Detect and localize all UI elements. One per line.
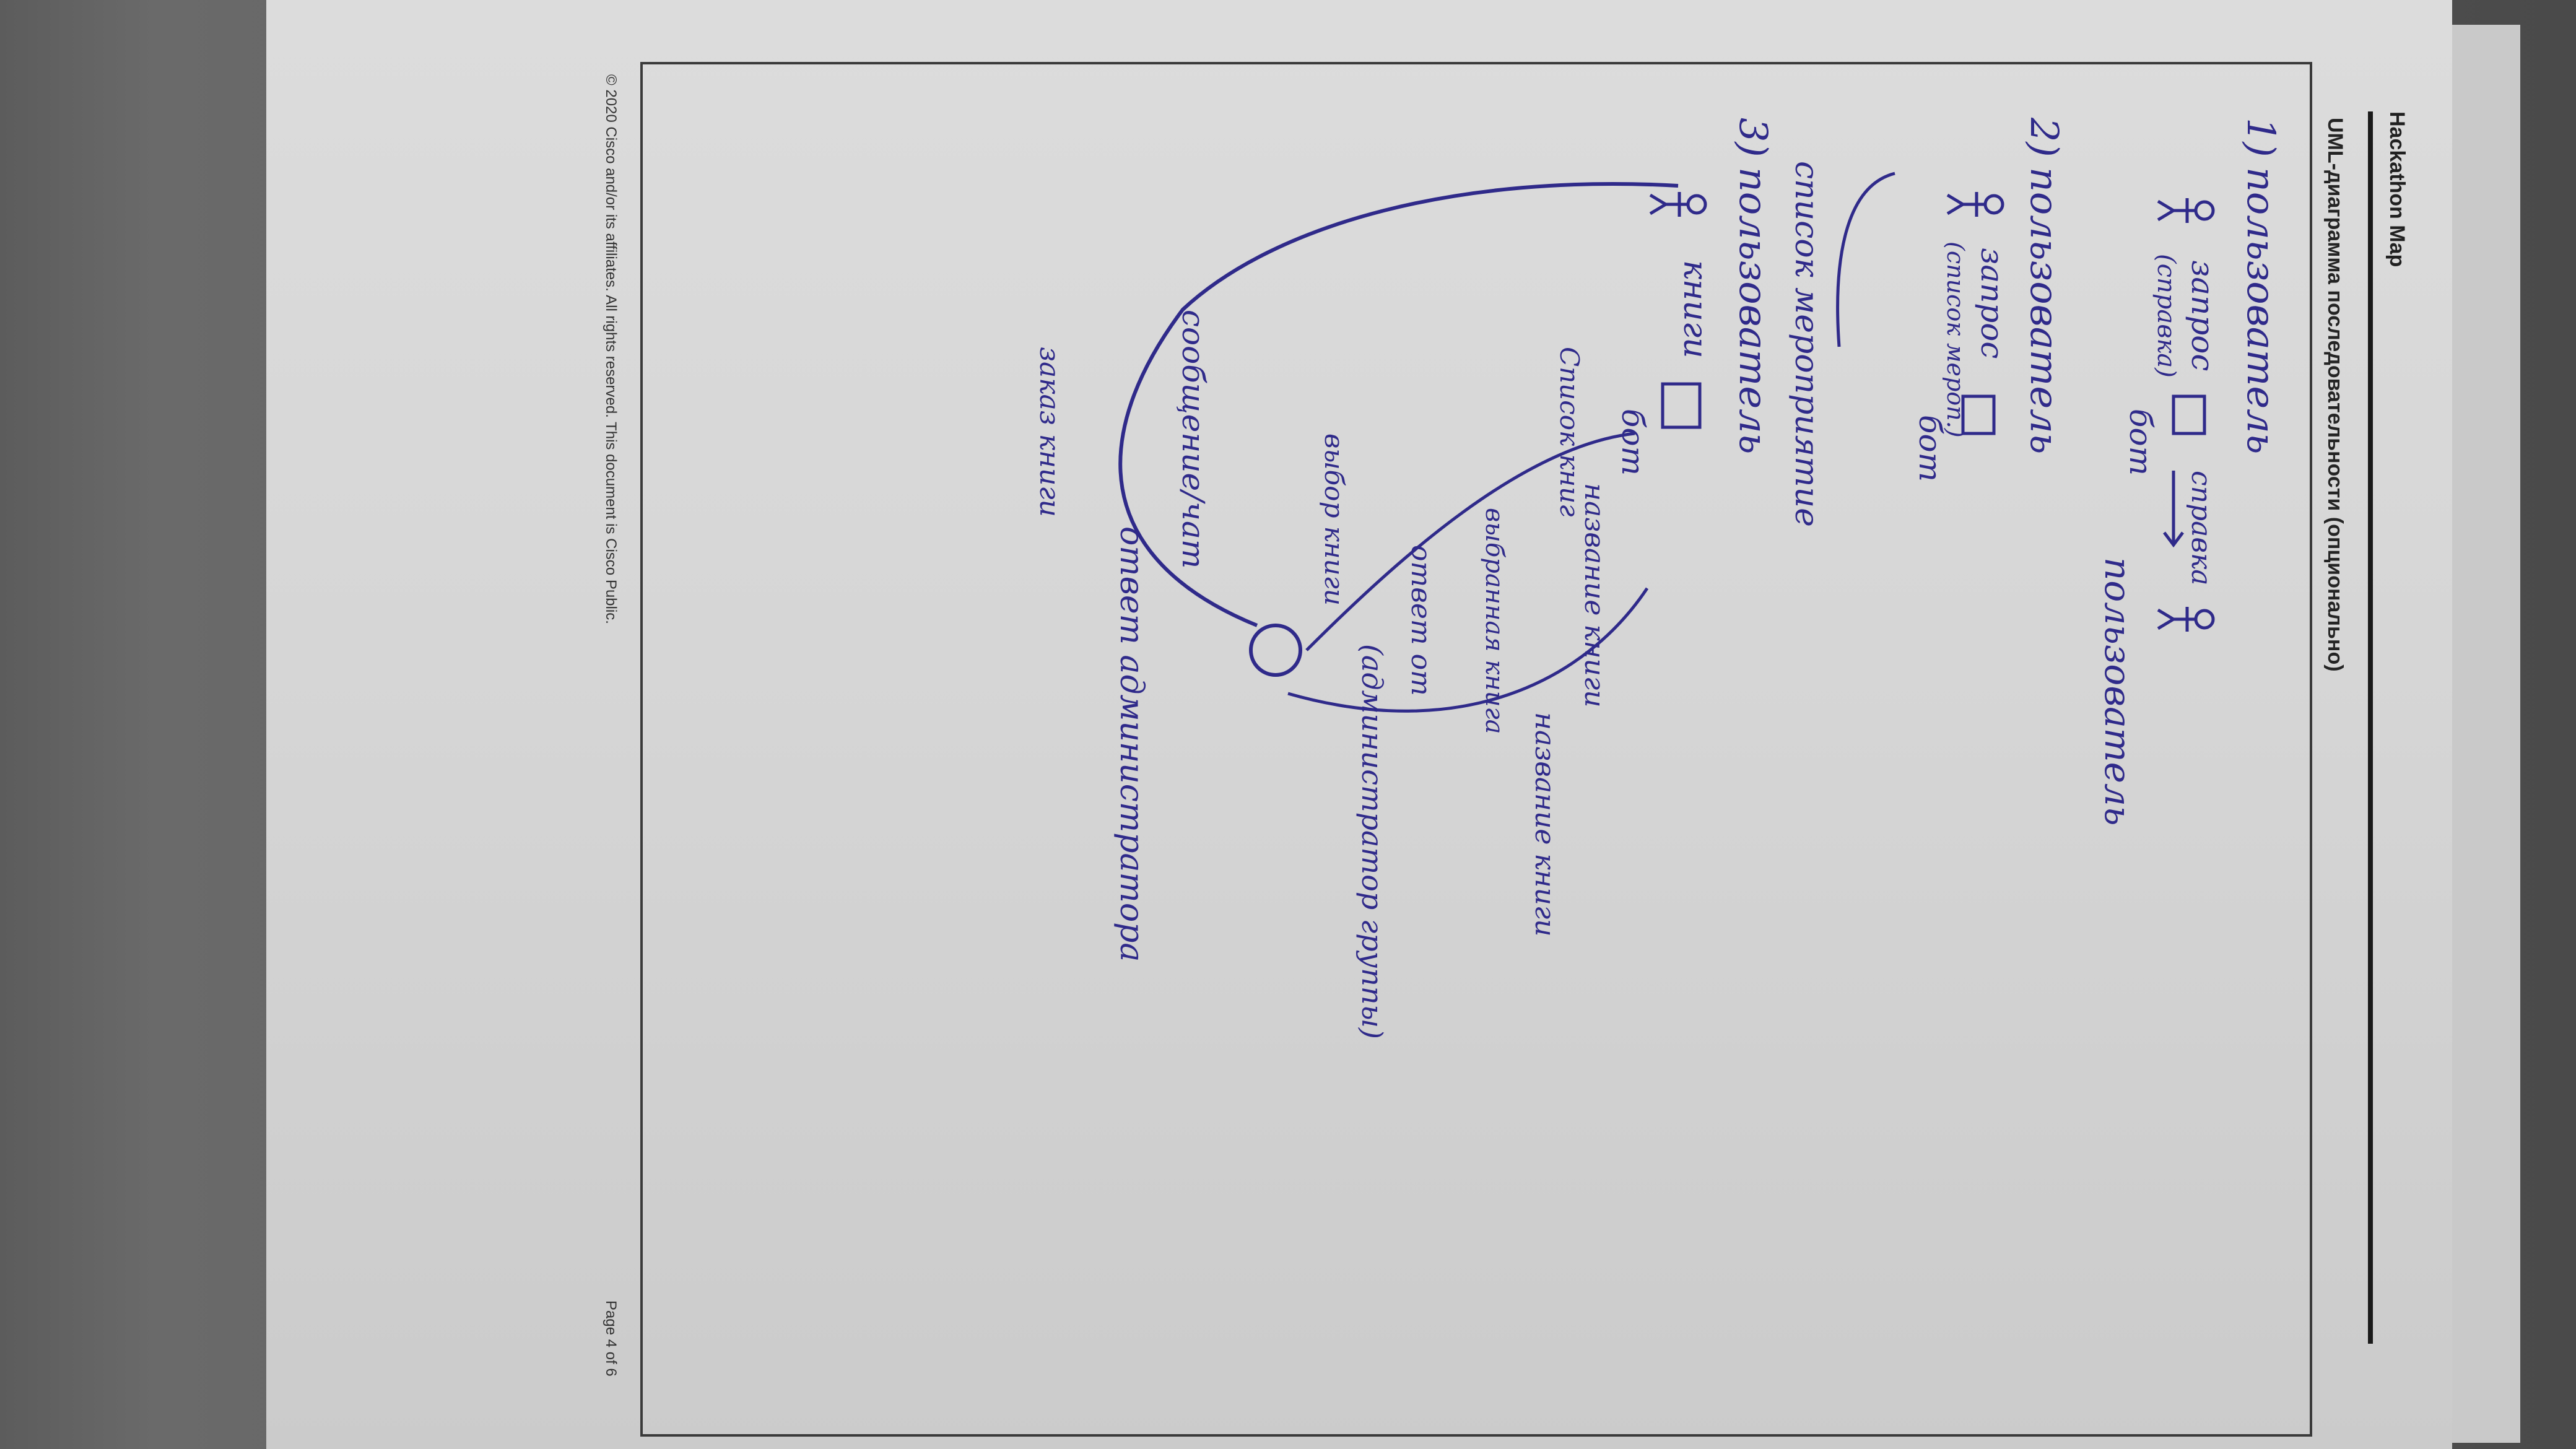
flow-arrow-icon (1287, 587, 1649, 713)
paper-sheet (266, 0, 2452, 1449)
flow-arrow-icon (1305, 432, 1635, 651)
scenario-3-number: 3) (1731, 118, 1776, 157)
bot-device-icon (1961, 394, 1996, 435)
return-arrow-icon (1118, 181, 1679, 627)
user-figure-icon (1649, 192, 1707, 217)
user-figure-icon (2157, 198, 2215, 223)
scenario-1-reply-label: справка (2185, 471, 2217, 586)
scenario-3-step-2: название книги (1578, 483, 1610, 708)
hand-drawn-sequence-diagram: 1) пользователь запрос (справка) бот спр… (1033, 117, 2284, 1039)
scenario-3-step-8: сообщение/чат (1175, 310, 1211, 568)
document-page: Hackathon Map UML-диаграмма последовател… (266, 0, 2452, 1449)
scenario-3-bot-label: бот (1615, 409, 1651, 476)
scenario-2-number: 2) (2022, 117, 2067, 157)
scenario-1-number: 1) (2239, 118, 2284, 157)
scenario-1-request-detail: (справка) (2152, 254, 2180, 378)
user-figure-icon (1946, 192, 2004, 217)
scenario-3-step-3: название книги (1529, 712, 1560, 937)
list-return-arrow-icon (1836, 172, 1895, 347)
scenario-3-step-5: ответ от (1405, 545, 1437, 696)
scenario-3-step-9: ответ администратора (1113, 526, 1150, 962)
scenario-3-step-6: (администратор группы) (1355, 644, 1389, 1039)
scenario-3-step-1: Список книг (1554, 347, 1585, 517)
scenario-1-receiver-label: пользователь (2097, 557, 2139, 826)
scenario-2-actor-label: пользователь (2022, 167, 2067, 454)
footer-copyright: © 2020 Cisco and/or its affiliates. All … (603, 74, 619, 624)
scenario-3-action-label: книги (1676, 260, 1713, 359)
scenario-2: 2) пользователь запрос (список мероп.) б… (1788, 117, 2067, 527)
bot-device-icon (2172, 394, 2206, 435)
scenario-2-request-detail: (список мероп.) (1942, 242, 1969, 438)
scenario-2-bot-label: бот (1912, 415, 1948, 482)
scenario-1: 1) пользователь запрос (справка) бот спр… (2097, 118, 2284, 826)
bot-device-icon (1661, 382, 1702, 429)
admin-node-icon (1249, 624, 1302, 677)
scenario-2-request-label: запрос (1974, 248, 2010, 359)
scenario-3-step-7: выбор книги (1319, 433, 1349, 606)
scenario-1-bot-label: бот (2123, 409, 2159, 476)
scenario-1-request-label: запрос (2185, 260, 2221, 371)
receiver-figure-icon (2157, 607, 2215, 632)
scenario-3-actor-label: пользователь (1731, 167, 1776, 454)
scenario-2-reply-label: список мероприятие (1788, 161, 1825, 527)
scenario-3: 3) пользователь книги бот Список книг на… (1033, 118, 1776, 1039)
scenario-1-actor-label: пользователь (2239, 167, 2284, 454)
scenario-3-step-10: заказ книги (1033, 347, 1065, 517)
reply-arrow-icon (2163, 471, 2184, 548)
footer-page-number: Page 4 of 6 (603, 1300, 619, 1377)
